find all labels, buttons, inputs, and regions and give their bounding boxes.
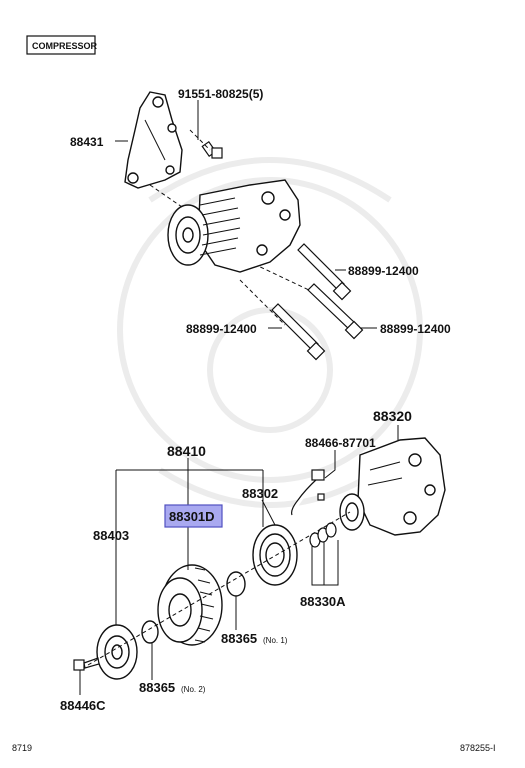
long-bolt-3-part (271, 303, 326, 361)
label-compressor-assy[interactable]: 88320 (373, 408, 412, 424)
label-bolt-top[interactable]: 91551-80825(5) (178, 87, 263, 101)
upper-compressor-part (167, 179, 301, 273)
label-bolt-right-2[interactable]: 88899-12400 (380, 322, 451, 336)
footer-right-code: 878255-I (460, 743, 496, 753)
label-pulley-highlighted[interactable]: 88301D (169, 509, 215, 524)
shim-set-part (309, 522, 337, 548)
label-wire-assy[interactable]: 88466-87701 (305, 436, 376, 450)
hub-part (96, 624, 138, 680)
label-snap-ring-1[interactable]: 88365 (221, 631, 257, 646)
label-shim-set[interactable]: 88330A (300, 594, 346, 609)
lower-leaders (79, 425, 399, 695)
upper-leaders (115, 100, 377, 329)
section-title-box (26, 35, 96, 55)
long-bolt-2-part (307, 283, 364, 340)
label-snap-ring-1-note: (No. 1) (263, 636, 288, 645)
wire-assy-part (291, 469, 325, 516)
center-bolt-part (73, 657, 100, 671)
snap-ring-2-part (141, 620, 159, 644)
label-center-bolt[interactable]: 88446C (60, 698, 106, 713)
label-hub[interactable]: 88403 (93, 528, 129, 543)
footer-left-code: 8719 (12, 743, 32, 753)
section-title: COMPRESSOR (32, 41, 98, 51)
label-snap-ring-2[interactable]: 88365 (139, 680, 175, 695)
label-bolt-right-1[interactable]: 88899-12400 (348, 264, 419, 278)
label-bolt-left[interactable]: 88899-12400 (186, 322, 257, 336)
dashed-leader (149, 129, 331, 326)
snap-ring-1-part (226, 571, 246, 597)
bolt-top-part (201, 140, 223, 159)
assembly-axis (87, 511, 351, 666)
label-stator[interactable]: 88302 (242, 486, 278, 501)
pulley-part (157, 564, 223, 646)
highlight-box (164, 504, 223, 528)
long-bolt-1-part (297, 243, 352, 301)
bracket-part (124, 91, 183, 189)
label-clutch-assy[interactable]: 88410 (167, 443, 206, 459)
stator-part (252, 524, 298, 586)
compressor-assy-part (339, 437, 446, 536)
label-bracket[interactable]: 88431 (70, 135, 104, 149)
label-snap-ring-2-note: (No. 2) (181, 685, 206, 694)
